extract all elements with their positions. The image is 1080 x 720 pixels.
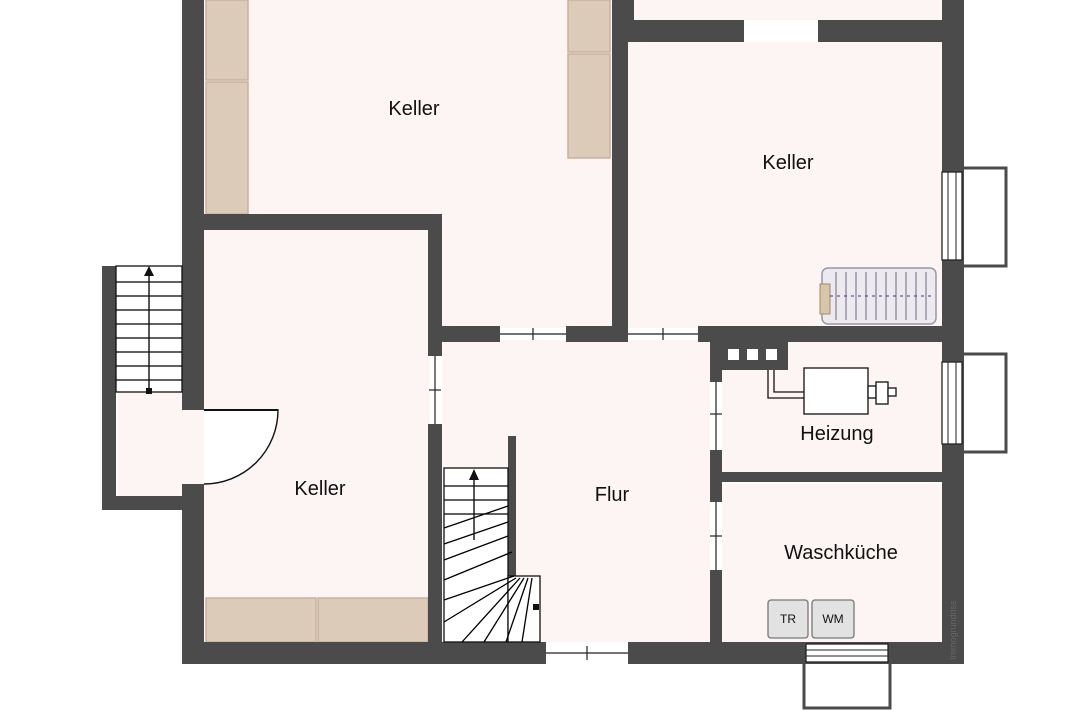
washer-label: WM: [822, 612, 843, 626]
cabinet-left-1: [205, 0, 249, 81]
wall: [428, 214, 442, 356]
heating-pipe: [767, 370, 804, 399]
cabinet-right-1: [567, 0, 611, 53]
wall: [204, 214, 442, 230]
walls: [102, 0, 964, 664]
room-label-keller-top-left: Keller: [388, 98, 439, 120]
wall: [710, 450, 722, 502]
cabinet-right-2: [567, 53, 611, 159]
stair-outline: [443, 467, 509, 643]
cabinet-bottom-2: [317, 597, 429, 643]
wall: [722, 472, 964, 482]
dryer-label: TR: [780, 612, 796, 626]
wall: [102, 496, 192, 510]
wall: [710, 570, 722, 664]
room-label-heizung: Heizung: [800, 423, 873, 445]
wall: [182, 0, 204, 410]
wall: [818, 20, 964, 42]
wall: [102, 266, 116, 510]
wall: [428, 424, 442, 664]
stair-start-marker: [146, 388, 152, 394]
arrow-up-icon: [469, 469, 479, 480]
chimney-flue: [766, 349, 777, 360]
appliances: TR WM: [767, 599, 855, 639]
wall: [710, 326, 722, 382]
burner-cap: [875, 381, 889, 405]
heating-unit: [767, 367, 897, 415]
wall: [182, 642, 546, 664]
door-swing-arc: [203, 409, 279, 485]
light-well: [802, 664, 892, 710]
window: [941, 361, 963, 445]
light-wells: [802, 166, 1008, 710]
stair-start-marker: [533, 604, 539, 610]
wall: [182, 484, 204, 664]
door-openings: [429, 328, 722, 660]
outside-staircase: [115, 265, 183, 394]
floor-entrance: [118, 392, 182, 498]
wall: [698, 326, 964, 342]
chimney-flue: [747, 349, 758, 360]
window: [805, 643, 889, 663]
inside-staircase: [443, 467, 541, 643]
cabinet-bottom-1: [205, 597, 317, 643]
light-well: [964, 352, 1008, 454]
wall: [508, 436, 516, 576]
chimney-flue: [728, 349, 739, 360]
burner-end: [887, 387, 897, 397]
floor-top-strip: [634, 0, 942, 20]
room-labels: Keller Keller Keller Flur Heizung Waschk…: [294, 98, 897, 564]
cabinets: [205, 0, 611, 643]
wall: [628, 642, 964, 664]
washer: [811, 599, 855, 639]
cabinet-left-2: [205, 81, 249, 215]
wall: [612, 20, 744, 42]
storage-object: [819, 267, 937, 325]
stair-treads: [443, 485, 533, 643]
entrance-door: [182, 409, 279, 485]
burner: [867, 385, 877, 399]
wall: [566, 326, 628, 342]
window: [941, 171, 963, 261]
door-gap: [182, 410, 204, 484]
watermark: Immogrundriss: [948, 600, 958, 660]
boiler: [803, 367, 869, 415]
room-label-keller-top-right: Keller: [762, 152, 813, 174]
heating-pipe: [773, 370, 804, 393]
wall: [612, 30, 628, 340]
dryer: [767, 599, 809, 639]
room-label-keller-bottom-left: Keller: [294, 478, 345, 500]
light-well: [964, 166, 1008, 268]
room-label-waschkueche: Waschküche: [784, 542, 898, 564]
wall: [428, 326, 500, 342]
room-label-flur: Flur: [595, 484, 630, 506]
arrow-up-icon: [144, 266, 154, 276]
